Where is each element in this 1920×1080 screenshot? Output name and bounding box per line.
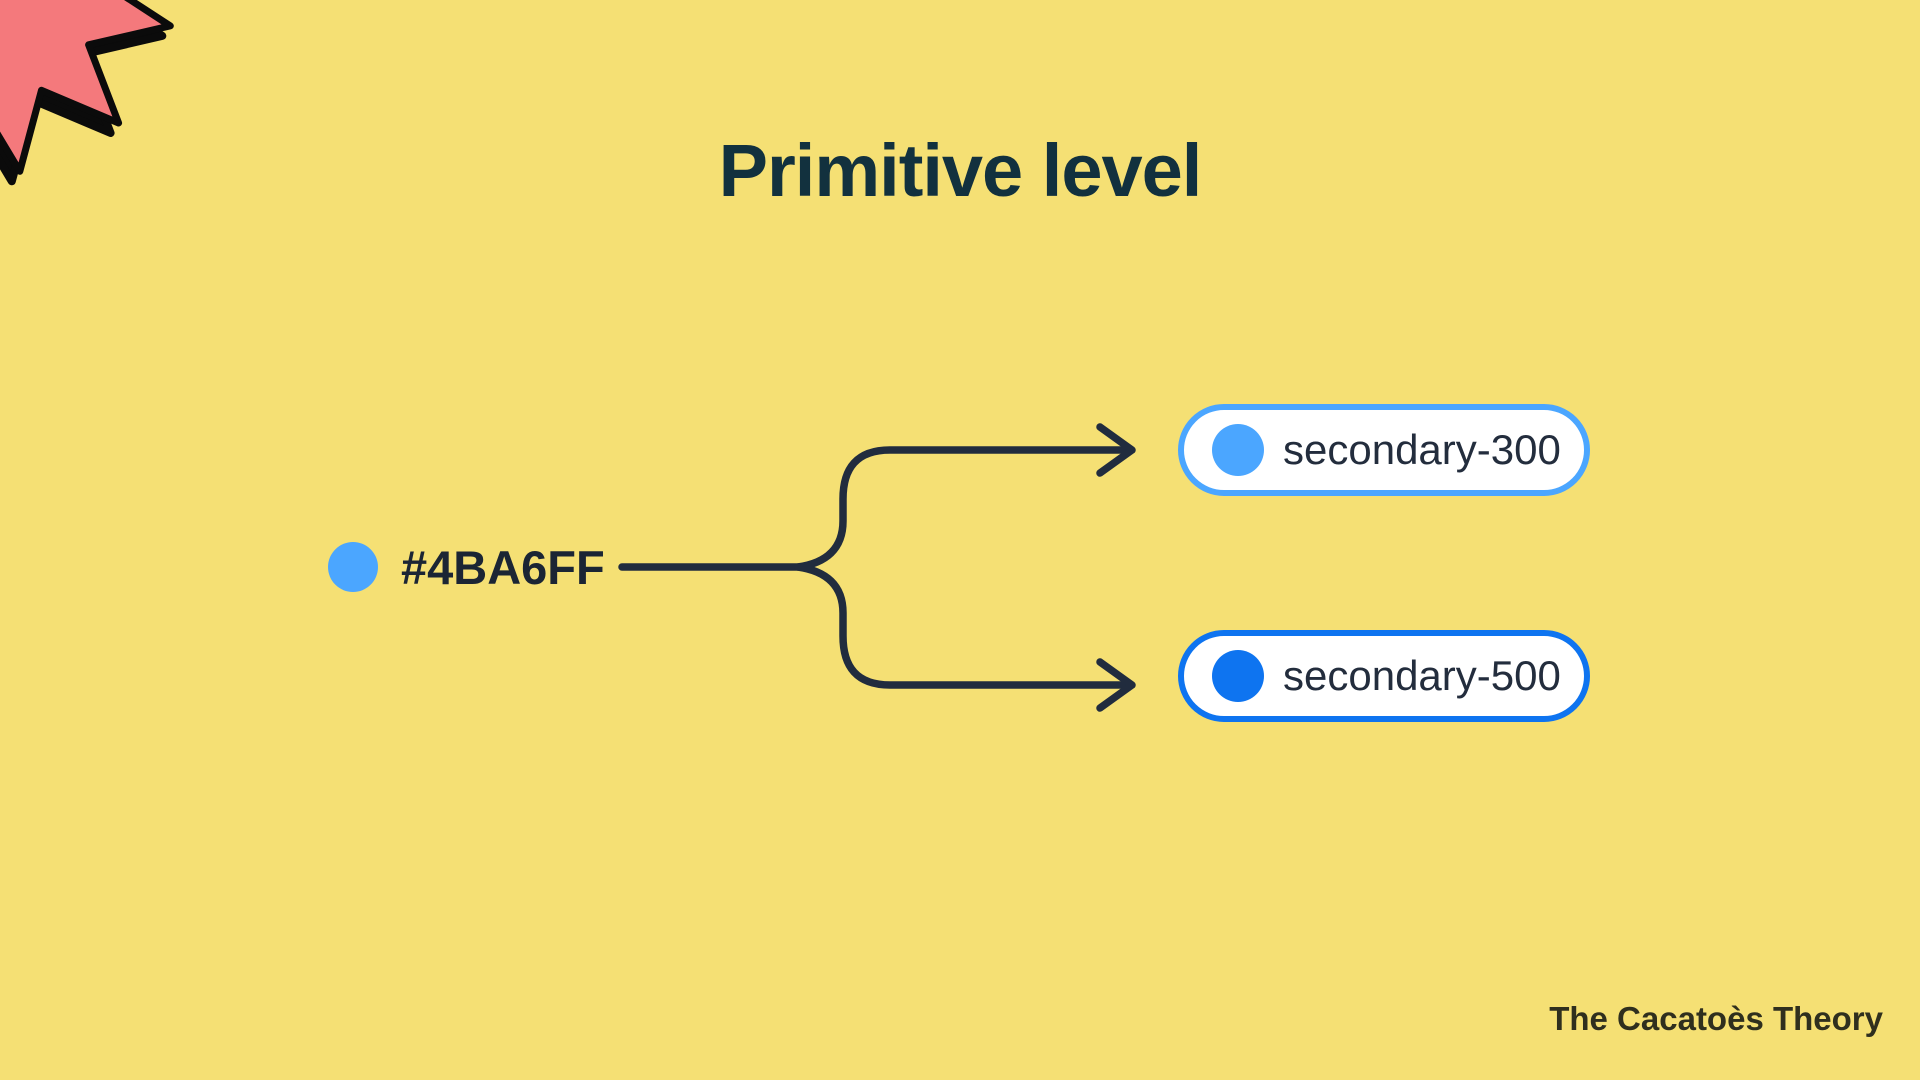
starburst-icon xyxy=(0,0,174,186)
color-swatch-icon xyxy=(328,542,378,592)
color-swatch-icon xyxy=(1212,650,1264,702)
token-pill-secondary-300: secondary-300 xyxy=(1178,404,1590,496)
arrowhead-bottom-icon xyxy=(1096,658,1136,712)
source-color-label: #4BA6FF xyxy=(401,540,605,594)
color-swatch-icon xyxy=(1212,424,1264,476)
token-pill-secondary-500: secondary-500 xyxy=(1178,630,1590,722)
token-pill-label: secondary-300 xyxy=(1283,426,1561,473)
connector-branch-bottom xyxy=(794,563,1130,689)
token-pill-label: secondary-500 xyxy=(1283,652,1561,699)
arrowhead-top-icon xyxy=(1096,423,1136,477)
connector-branch-top xyxy=(618,446,1130,571)
starburst-body xyxy=(0,0,174,175)
source-color-node: #4BA6FF xyxy=(328,540,605,594)
page-title: Primitive level xyxy=(718,129,1203,212)
footer-credit: The Cacatoès Theory xyxy=(1549,1000,1883,1037)
fork-connector xyxy=(618,423,1136,712)
